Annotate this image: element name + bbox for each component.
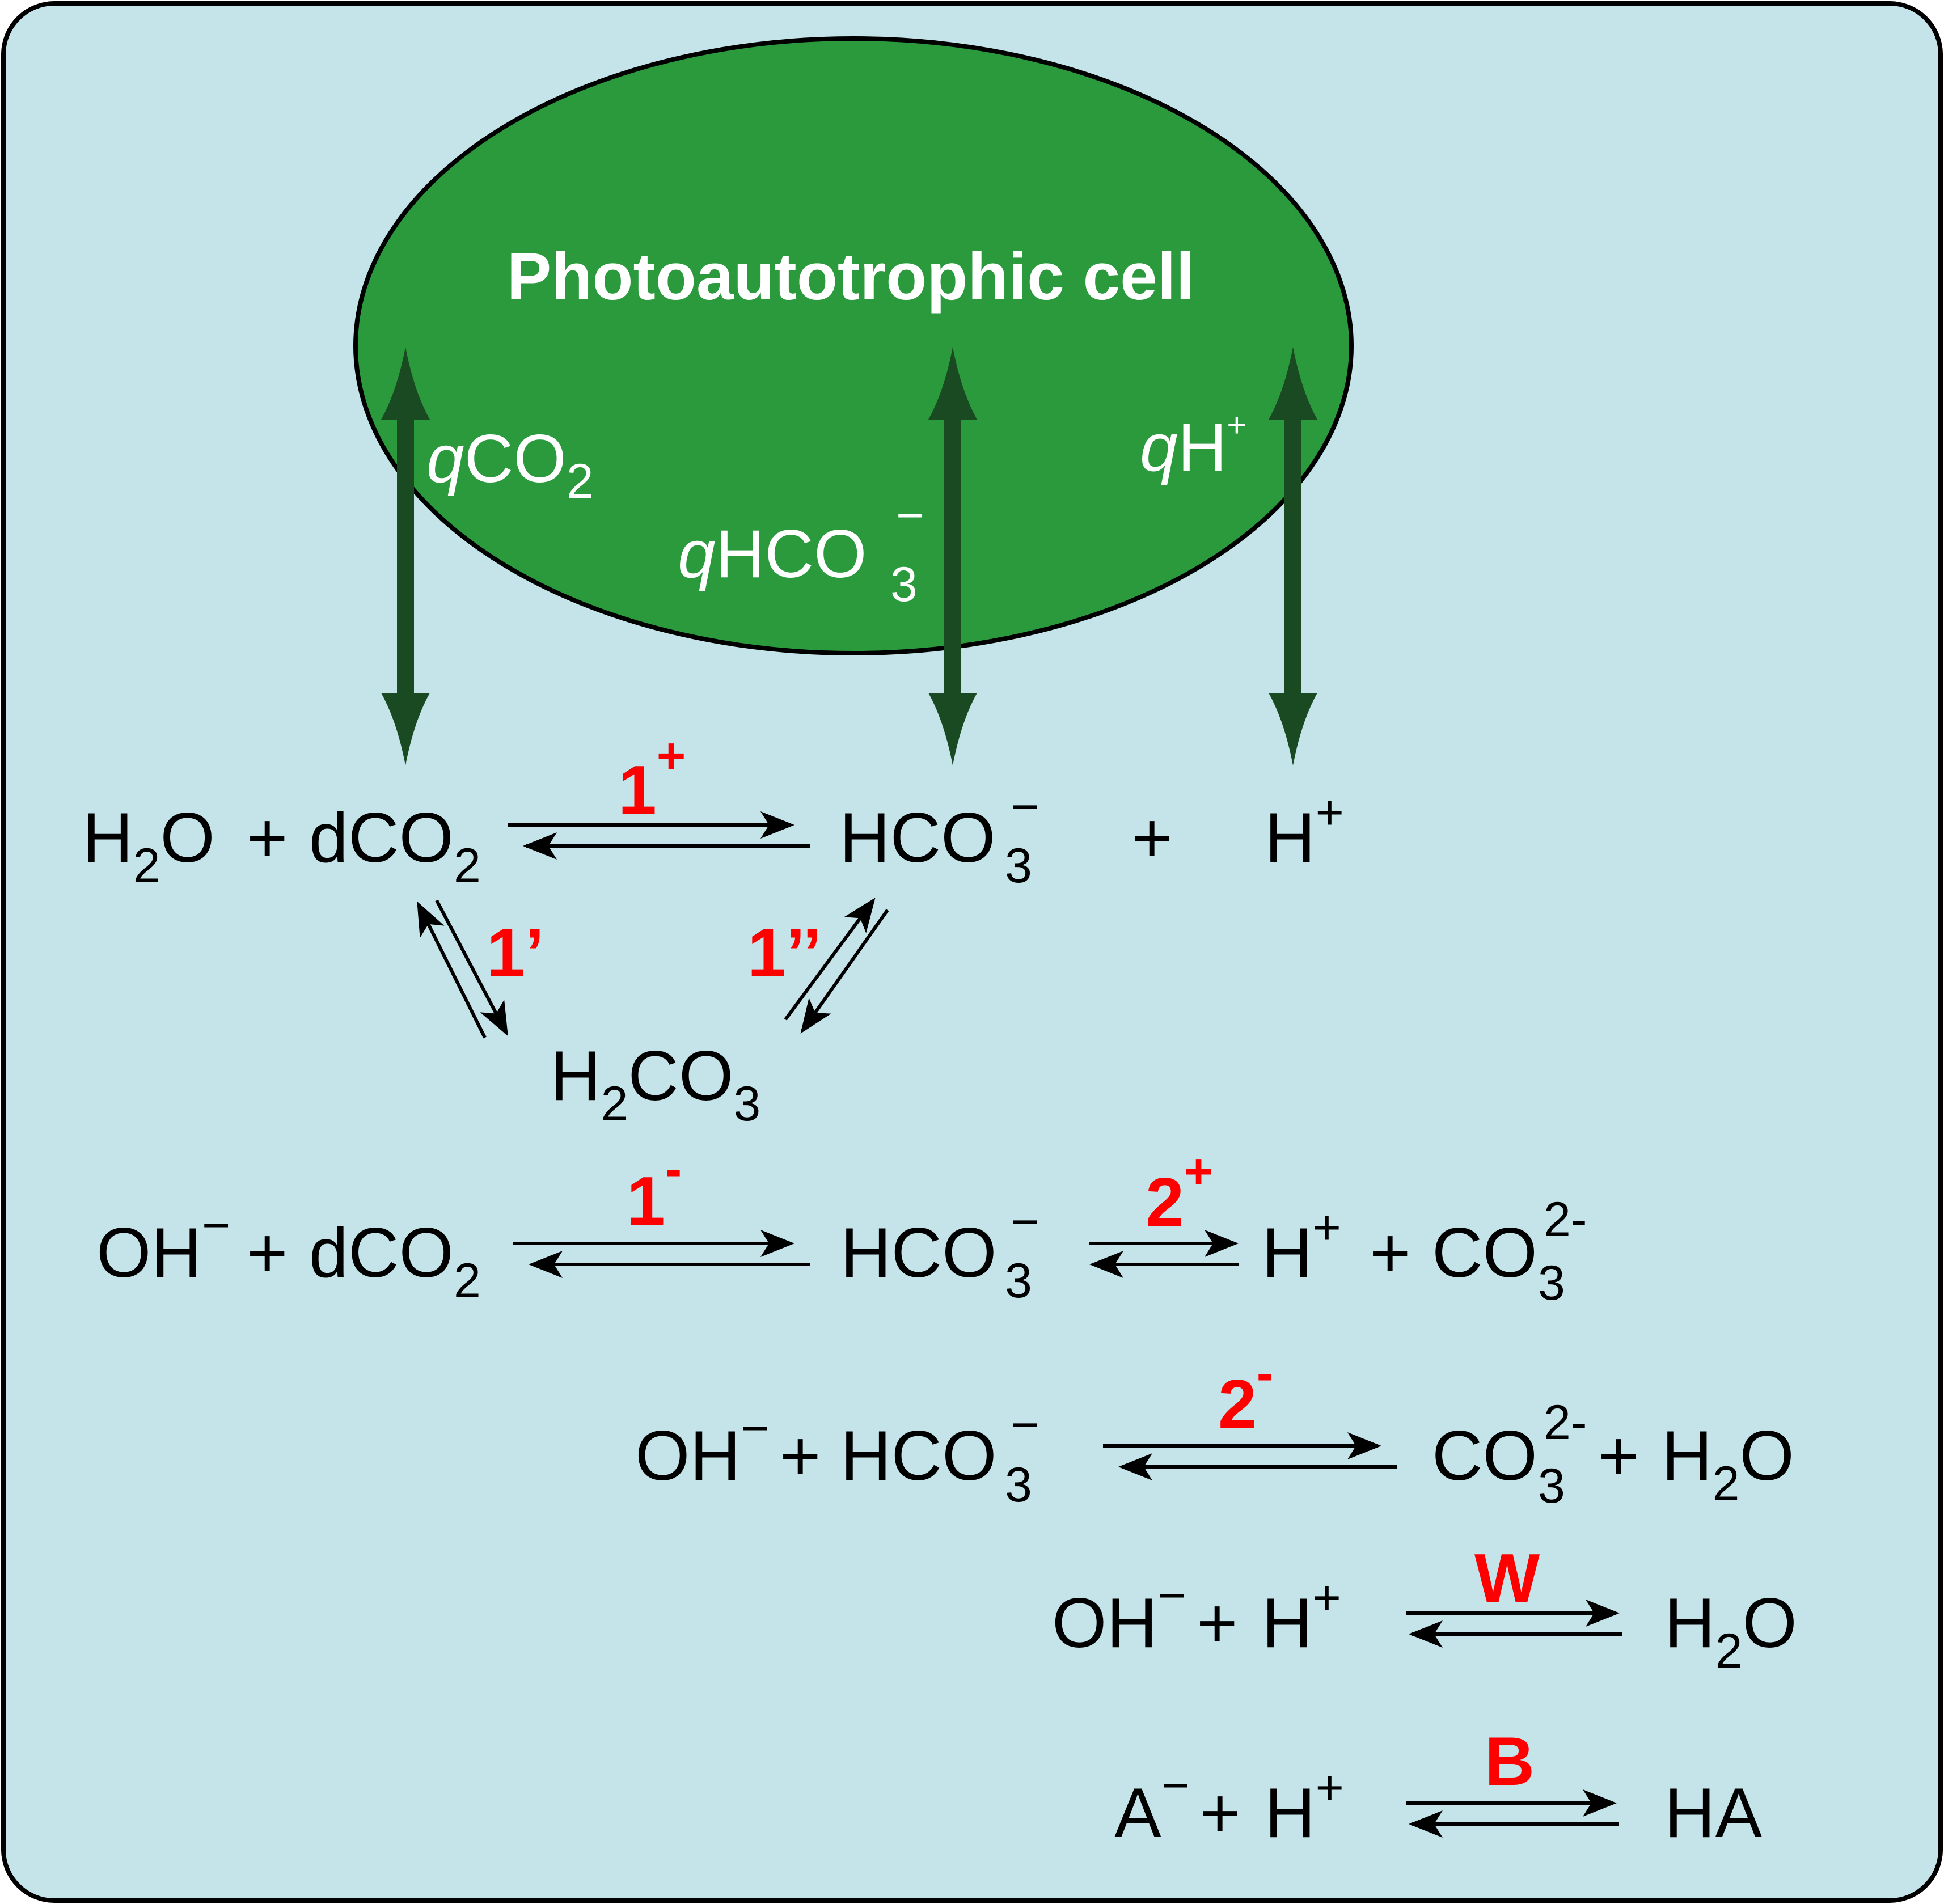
h2co3: H2CO3 bbox=[550, 1037, 760, 1131]
r2-plus-1: + bbox=[247, 1214, 288, 1292]
flux-label-co2: qCO2 bbox=[426, 421, 594, 509]
flux-arrow-h bbox=[1269, 347, 1317, 765]
r2-plus-2: + bbox=[1370, 1214, 1410, 1292]
r2-dco2: dCO2 bbox=[309, 1214, 481, 1308]
r1-plus-2: + bbox=[1131, 799, 1172, 877]
carbonic-acid-branch: 1’ 1’’ H2CO3 bbox=[417, 898, 889, 1131]
r4-h2o: H2O bbox=[1664, 1584, 1797, 1678]
cell-title: Photoautotrophic cell bbox=[507, 239, 1195, 314]
rate-label-2-minus: 2- bbox=[1218, 1345, 1273, 1442]
r5-plus: + bbox=[1199, 1774, 1240, 1852]
rate-label-w: W bbox=[1474, 1539, 1540, 1617]
r3-plus-1: + bbox=[780, 1417, 821, 1495]
r5-h: H+ bbox=[1265, 1761, 1344, 1852]
r3-oh: OH− bbox=[635, 1401, 769, 1495]
r1-h2o: H2O bbox=[82, 799, 215, 893]
cell-ellipse bbox=[353, 36, 1354, 655]
r4-plus: + bbox=[1197, 1584, 1237, 1662]
r1-h: H+ bbox=[1265, 785, 1344, 877]
rate-label-1-minus: 1- bbox=[627, 1141, 682, 1239]
reaction-5: A− + H+ B HA bbox=[1114, 1723, 1763, 1852]
r2-co3: CO32- bbox=[1432, 1192, 1587, 1310]
r4-oh: OH− bbox=[1052, 1568, 1186, 1662]
r3-plus-2: + bbox=[1598, 1417, 1639, 1495]
r5-ha: HA bbox=[1664, 1774, 1763, 1852]
r2-h: H+ bbox=[1262, 1200, 1341, 1292]
r5-a: A− bbox=[1114, 1758, 1190, 1852]
photoautotrophic-cell: Photoautotrophic cell bbox=[353, 36, 1354, 655]
r3-co3: CO32- bbox=[1432, 1395, 1587, 1513]
r3-h2o: H2O bbox=[1662, 1417, 1794, 1511]
r4-h: H+ bbox=[1262, 1571, 1341, 1662]
reaction-4: OH− + H+ W H2O bbox=[1052, 1539, 1797, 1678]
rate-label-1-plus: 1+ bbox=[618, 727, 686, 828]
r1-dco2: dCO2 bbox=[309, 799, 481, 893]
flux-label-h: qH+ bbox=[1140, 406, 1246, 485]
r1-plus-1: + bbox=[247, 799, 288, 877]
rate-label-1-double-prime: 1’’ bbox=[747, 914, 822, 991]
rate-label-2-plus: 2+ bbox=[1146, 1143, 1213, 1241]
rate-label-1-prime: 1’ bbox=[487, 914, 544, 991]
r2-oh: OH− bbox=[96, 1198, 230, 1292]
flux-arrow-hco3 bbox=[928, 347, 977, 765]
rate-label-b: B bbox=[1485, 1723, 1535, 1800]
flux-arrow-co2 bbox=[381, 347, 430, 765]
